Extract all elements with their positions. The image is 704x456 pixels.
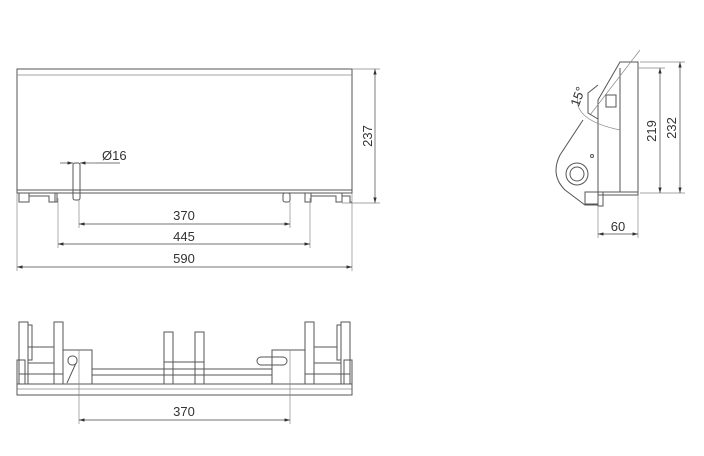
depth-label: 60 [611,219,625,234]
inner-height-label: 219 [644,120,659,142]
bottom-pin-spacing-label: 370 [173,404,195,419]
pin-spacing-label: 370 [173,208,195,223]
front-view: Ø16 370 445 590 237 [16,68,380,271]
overall-width-label: 590 [173,251,195,266]
outer-height-label: 232 [664,117,679,139]
overall-height-label: 237 [360,125,375,147]
side-view: 15° 219 232 60 [555,49,685,238]
bottom-view: 370 [16,321,353,424]
pin-diameter-label: Ø16 [102,148,127,163]
pin-left [72,162,81,201]
pin-right [282,192,291,203]
lug-spacing-label: 445 [173,229,195,244]
angle-label: 15° [567,85,588,109]
